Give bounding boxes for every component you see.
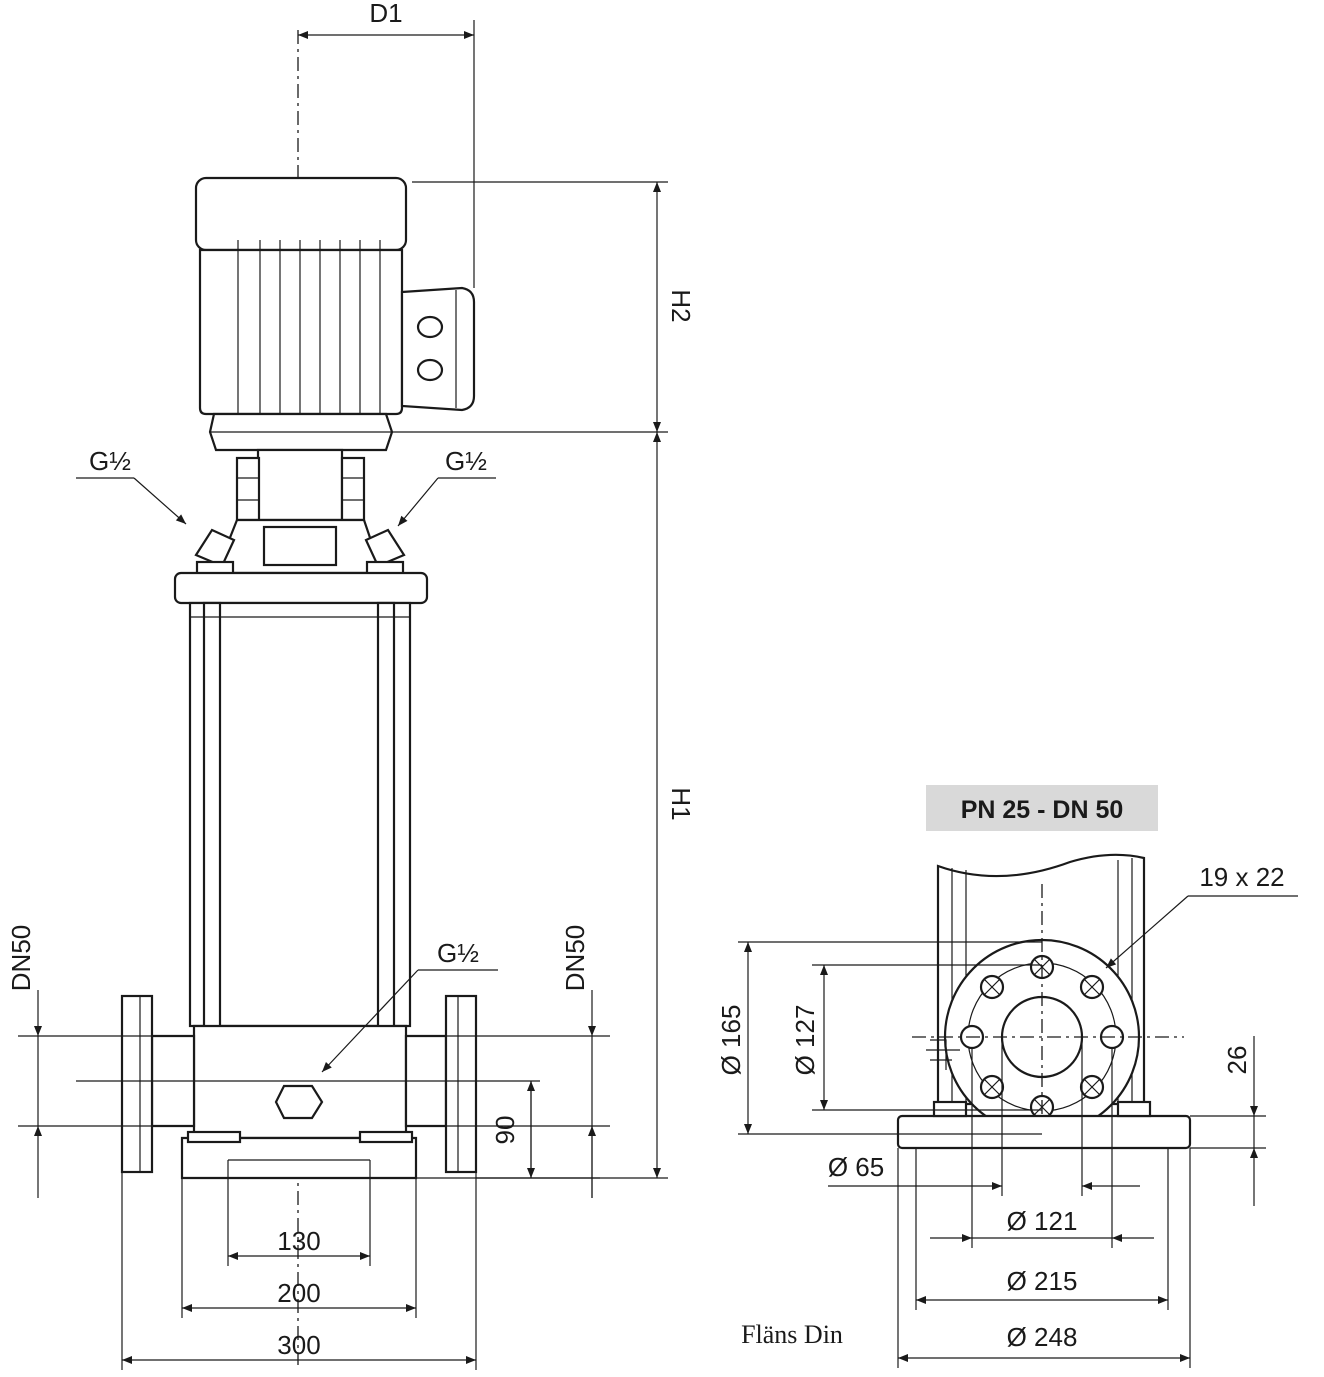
dim-200: 200 (181, 1178, 417, 1318)
dim-d1: D1 (298, 0, 475, 288)
flange-base-plate (896, 1114, 1192, 1150)
label-90: 90 (490, 1116, 520, 1145)
dim-dia-65: Ø 65 (828, 1037, 1140, 1196)
pump-stack (188, 601, 412, 1140)
label-dia-248: Ø 248 (1007, 1322, 1078, 1352)
label-holes: 19 x 22 (1199, 862, 1284, 892)
label-h1: H1 (666, 787, 696, 820)
pump-head-plate (173, 571, 429, 605)
label-dn-right: DN50 (560, 925, 590, 991)
flange-view: PN 25 - DN 50 (716, 785, 1298, 1368)
label-130: 130 (277, 1226, 320, 1256)
dim-300: 300 (121, 1172, 477, 1370)
dim-dia-248: Ø 248 (897, 1148, 1191, 1368)
dim-dia-215: Ø 215 (915, 1148, 1169, 1310)
label-26: 26 (1222, 1046, 1252, 1075)
label-d1: D1 (369, 0, 402, 28)
label-dn-left: DN50 (6, 925, 36, 991)
label-flange-title: PN 25 - DN 50 (961, 796, 1124, 824)
coupling-housing (194, 448, 406, 576)
inlet-flange (120, 994, 154, 1174)
label-dia-65: Ø 65 (828, 1152, 884, 1182)
dim-26: 26 (1190, 1036, 1266, 1206)
motor (194, 176, 476, 452)
dim-130: 130 (227, 1160, 371, 1266)
dim-dn-right: DN50 (406, 925, 610, 1198)
flange-title-badge (926, 785, 1158, 831)
dim-dn-left: DN50 (6, 925, 540, 1198)
label-200: 200 (277, 1278, 320, 1308)
outlet-flange (444, 994, 478, 1174)
label-flange-standard: Fläns Din (741, 1320, 843, 1349)
leader-g-right: G½ (397, 446, 496, 527)
dim-h2: H2 (392, 181, 696, 433)
label-dia-215: Ø 215 (1007, 1266, 1078, 1296)
label-dia-121: Ø 121 (1007, 1206, 1078, 1236)
drain-plug (274, 1084, 324, 1120)
bolt-holes (959, 954, 1125, 1120)
pump-side-view: D1 H2 H1 G½ G½ G½ (6, 0, 696, 1370)
leader-holes: 19 x 22 (1105, 862, 1298, 969)
leader-g-bottom: G½ (321, 938, 498, 1073)
label-g-bottom: G½ (437, 938, 479, 968)
label-dia-127: Ø 127 (790, 1005, 820, 1076)
leader-g-left: G½ (76, 446, 187, 525)
label-g-left: G½ (89, 446, 131, 476)
label-g-right: G½ (445, 446, 487, 476)
label-300: 300 (277, 1330, 320, 1360)
label-h2: H2 (666, 289, 696, 322)
label-dia-165: Ø 165 (716, 1005, 746, 1076)
dim-dia-127: Ø 127 (790, 964, 1042, 1111)
dim-90: 90 (476, 1081, 600, 1179)
dim-dia-165: Ø 165 (716, 941, 1042, 1135)
dim-dia-121: Ø 121 (930, 1048, 1154, 1248)
